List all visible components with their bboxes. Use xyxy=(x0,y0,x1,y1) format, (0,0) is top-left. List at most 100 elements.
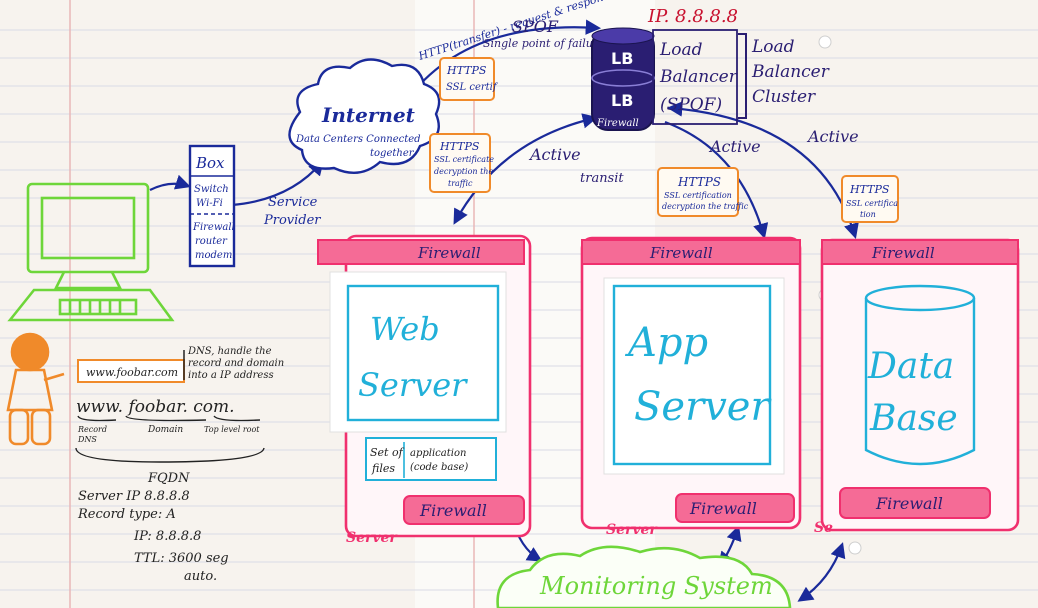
internet-desc-line2: together. xyxy=(370,148,416,159)
lb-icon-label-bottom: LB xyxy=(611,91,633,110)
lb-firewall-label: Firewall xyxy=(596,118,639,129)
svg-text:SSL certificate: SSL certificate xyxy=(434,155,494,164)
dns-url-box: www.foobar.com xyxy=(86,366,178,379)
svg-text:SSL certification: SSL certification xyxy=(664,191,732,200)
svg-text:Firewall: Firewall xyxy=(875,494,943,513)
dns-part-record: Record xyxy=(77,425,107,434)
svg-text:Wi-Fi: Wi-Fi xyxy=(196,198,223,209)
lb-icon-label-top: LB xyxy=(611,49,633,68)
spof-subtitle: Single point of failure xyxy=(483,37,605,50)
web-server-line2: Server xyxy=(358,366,468,404)
service-provider-line2: Provider xyxy=(263,213,321,228)
svg-text:SSL certifica: SSL certifica xyxy=(846,199,898,208)
lb-device-icon: LB LB Firewall xyxy=(591,27,655,131)
dns-info-ttl: TTL: 3600 seg xyxy=(134,551,229,566)
arrow-lb-to-web xyxy=(453,113,599,225)
box-title: Box xyxy=(195,154,225,172)
db-firewall-bottom xyxy=(839,487,991,519)
dns-part-domain: Domain xyxy=(147,425,183,435)
app-server-line1: App xyxy=(624,320,708,366)
svg-text:Firewall: Firewall xyxy=(417,244,481,262)
active-label-3: Active xyxy=(806,127,859,146)
lb-label-line2: Balancer xyxy=(659,67,738,87)
svg-text:(code base): (code base) xyxy=(410,462,468,473)
svg-text:Set of: Set of xyxy=(370,446,405,459)
monitoring-system: Monitoring System xyxy=(496,545,792,608)
db-caption: Se xyxy=(814,520,833,536)
svg-text:Firewall: Firewall xyxy=(871,244,935,262)
dns-part-record-dns: DNS xyxy=(77,435,97,444)
cluster-line3: Cluster xyxy=(752,87,816,107)
user-icon xyxy=(6,332,65,446)
svg-text:decryption the traffic: decryption the traffic xyxy=(662,202,749,211)
web-server-caption: Server xyxy=(346,530,398,546)
dns-note-line1: DNS, handle the xyxy=(187,346,272,357)
active-label-1: Active xyxy=(528,145,581,164)
db-line2: Base xyxy=(869,398,958,439)
svg-text:Firewall: Firewall xyxy=(649,244,713,262)
https-note-1: HTTPS SSL certif xyxy=(439,57,499,101)
app-server-caption: Server xyxy=(606,522,658,538)
internet-title: Internet xyxy=(321,103,416,127)
cluster-bracket xyxy=(738,33,747,119)
dns-info-auto: auto. xyxy=(184,569,217,584)
app-server-node: Firewall App Server Firewall Server xyxy=(580,236,802,538)
flow-arrows xyxy=(149,19,859,602)
svg-text:Switch: Switch xyxy=(194,184,229,195)
dns-domain: www. foobar. com. xyxy=(76,397,235,417)
db-firewall-top xyxy=(821,239,1019,265)
fqdn-label: FQDN xyxy=(147,471,190,486)
internet-desc-line1: Data Centers Connected xyxy=(295,134,421,145)
https-note-4: HTTPS SSL certifica tion xyxy=(841,175,899,223)
lb-label-box xyxy=(652,29,738,125)
cluster-line1: Load xyxy=(751,37,795,57)
transit-label: transit xyxy=(580,171,624,186)
arrow-box-to-internet xyxy=(231,159,324,207)
database-cylinder-icon xyxy=(864,284,976,466)
dns-part-tld: Top level root xyxy=(204,425,260,434)
svg-text:traffic: traffic xyxy=(448,179,473,188)
computer-icon xyxy=(7,182,175,322)
svg-text:decryption the: decryption the xyxy=(434,167,493,176)
service-provider-line1: Service xyxy=(268,195,318,210)
dns-panel: www.foobar.com DNS, handle the record an… xyxy=(75,346,284,584)
lb-ip-label: IP. 8.8.8.8 xyxy=(647,6,738,27)
svg-text:Firewall: Firewall xyxy=(419,501,487,520)
lb-label-line1: Load xyxy=(659,40,703,60)
lb-label-line3: (SPOF) xyxy=(660,95,722,115)
arrow-computer-to-box xyxy=(149,174,191,191)
svg-text:Firewall: Firewall xyxy=(689,499,757,518)
internet-cloud: Internet Data Centers Connected together… xyxy=(288,58,441,174)
svg-text:tion: tion xyxy=(860,210,876,219)
dns-info-server-ip: Server IP 8.8.8.8 xyxy=(78,489,190,504)
arrow-db-to-monitor xyxy=(797,542,846,602)
svg-text:SSL certif: SSL certif xyxy=(446,82,499,93)
web-server-node: Firewall Web Server Set of files applica… xyxy=(317,234,532,546)
dns-note-line3: into a IP address xyxy=(188,370,274,381)
db-line1: Data xyxy=(867,346,954,387)
svg-text:files: files xyxy=(371,462,395,475)
dns-info-record-type: Record type: A xyxy=(77,507,176,522)
dns-info-ip: IP: 8.8.8.8 xyxy=(133,529,201,544)
svg-text:Firewall: Firewall xyxy=(192,222,235,233)
spof-title: SPOF xyxy=(512,17,559,36)
database-node: Firewall Data Base Firewall Se xyxy=(814,238,1020,536)
active-label-2: Active xyxy=(708,137,761,156)
svg-text:application: application xyxy=(410,448,466,459)
svg-text:HTTPS: HTTPS xyxy=(849,183,890,196)
svg-text:HTTPS: HTTPS xyxy=(439,140,480,153)
monitoring-label: Monitoring System xyxy=(539,572,773,600)
https-note-2: HTTPS SSL certificate decryption the tra… xyxy=(429,133,494,193)
svg-text:HTTPS: HTTPS xyxy=(446,64,487,77)
svg-text:router: router xyxy=(195,236,228,247)
svg-text:HTTPS: HTTPS xyxy=(677,175,721,189)
dns-note-line2: record and domain xyxy=(188,358,284,369)
cluster-line2: Balancer xyxy=(751,62,830,82)
app-firewall-top xyxy=(581,239,801,265)
app-firewall-bottom xyxy=(675,493,795,523)
web-files-box: Set of files application (code base) xyxy=(365,437,497,481)
svg-text:modem: modem xyxy=(195,250,232,261)
web-server-line1: Web xyxy=(370,310,440,348)
https-note-3: HTTPS SSL certification decryption the t… xyxy=(657,167,749,217)
